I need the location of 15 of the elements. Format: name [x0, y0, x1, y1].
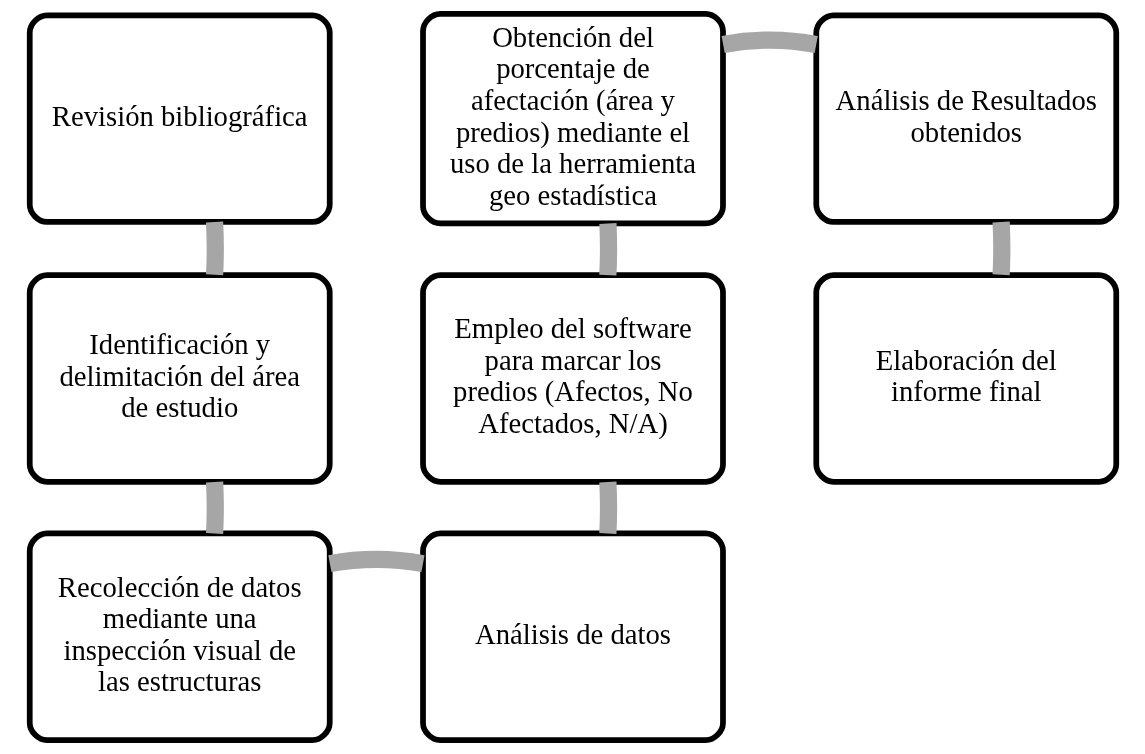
node-box: Identificación y delimitación del área de estudio	[26, 272, 333, 485]
connector	[598, 481, 617, 534]
connector	[205, 221, 224, 276]
node-box: Revisión bibliográfica	[26, 12, 333, 225]
node-box: Análisis de datos	[419, 530, 726, 743]
connector	[205, 481, 224, 534]
node-box: Obtención del porcentaje de afectación (área y predios) mediante el uso de la herramienta geo estadística	[419, 11, 726, 227]
node-box: Análisis de Resultados obtenidos	[812, 12, 1119, 225]
connector	[721, 31, 818, 53]
node-box: Recolección de datos mediante una inspección visual de las estructuras	[26, 530, 333, 743]
node-box: Elaboración del informe final	[812, 272, 1119, 485]
connector	[327, 550, 424, 573]
node-box: Empleo del software para marcar los predios (Afectos, No Afectados, N/A)	[419, 272, 726, 485]
connector	[598, 223, 617, 276]
connector	[992, 221, 1010, 276]
